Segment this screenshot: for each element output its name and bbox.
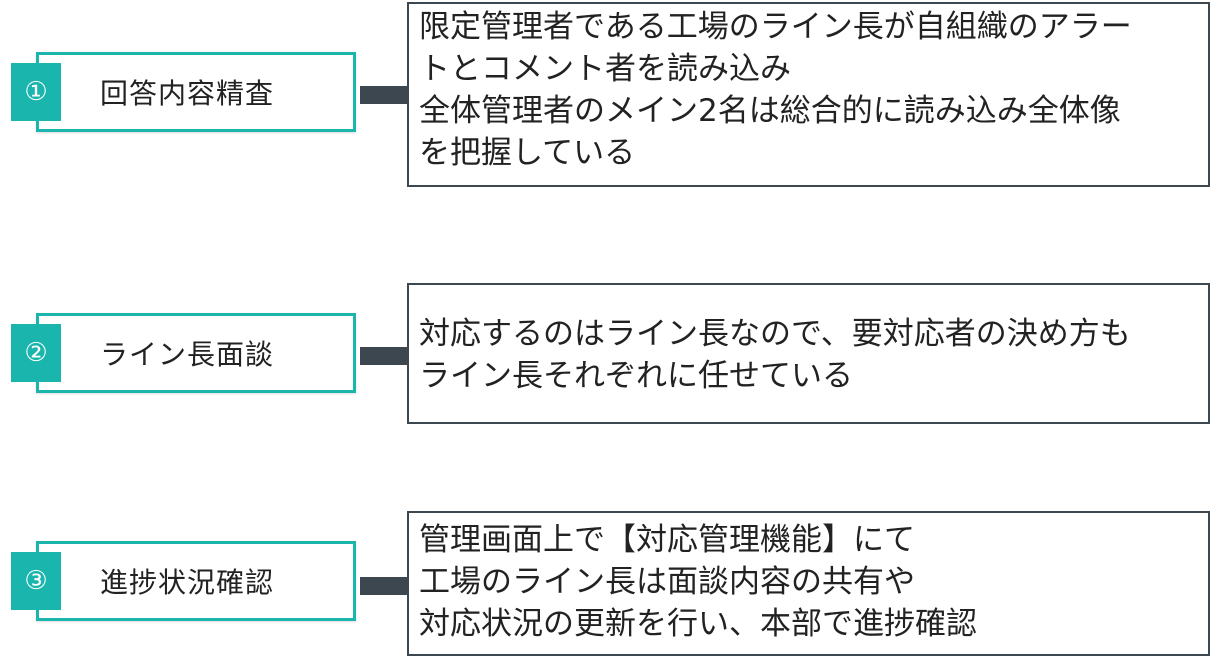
step-3-label: 進捗状況確認 [100,566,275,599]
step-1-number-badge: ① [11,63,61,121]
step-2-description-line-2: ライン長それぞれに任せている [419,358,853,394]
step-3-description-line-2: 工場のライン長は面談内容の共有や [419,564,915,600]
step-2-label: ライン長面談 [100,338,275,371]
step-2-box [36,313,356,393]
step-3-number-badge: ③ [11,552,61,610]
step-3-connector [360,577,408,595]
step-3-description-box: 管理画面上で【対応管理機能】にて 工場のライン長は面談内容の共有や 対応状況の更… [407,511,1210,656]
step-1-description-line-2: トとコメント者を読み込み [419,51,791,87]
step-1-description-line-3: 全体管理者のメイン2名は総合的に読み込み全体像 [419,93,1121,129]
step-3-description-line-1: 管理画面上で【対応管理機能】にて [419,522,915,558]
step-2-description-box: 対応するのはライン長なので、要対応者の決め方も ライン長それぞれに任せている [407,283,1210,424]
step-1-description-line-1: 限定管理者である工場のライン長が自組織のアラー [419,9,1132,45]
step-1-description-box: 限定管理者である工場のライン長が自組織のアラー トとコメント者を読み込み 全体管… [407,2,1210,187]
step-1-box [36,52,356,132]
step-1-connector [360,86,408,104]
step-2-description-line-1: 対応するのはライン長なので、要対応者の決め方も [419,316,1131,352]
step-3-box [36,541,356,621]
step-1-label: 回答内容精査 [100,77,275,110]
step-2-number-badge: ② [11,324,61,382]
step-2-connector [360,347,408,365]
step-3-description-line-3: 対応状況の更新を行い、本部で進捗確認 [419,606,977,642]
step-1-description-line-4: を把握している [419,135,636,171]
